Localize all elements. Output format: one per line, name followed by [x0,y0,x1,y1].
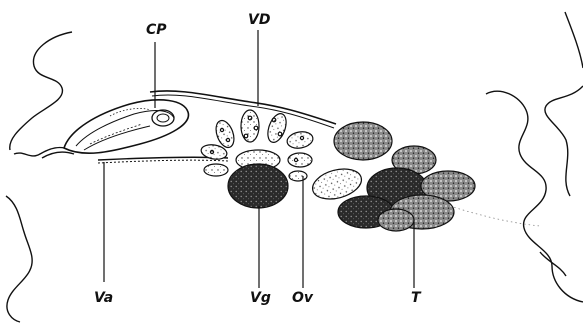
right-body-wall-upper [565,12,583,68]
right-body-wall-lobe [486,91,583,302]
left-body-wall-upper [10,32,72,150]
label-vg: Vg [250,290,271,306]
left-body-wall-lower [6,196,32,322]
label-t: T [411,290,422,306]
body-wall-outlines [6,12,583,322]
testis-1 [334,122,392,160]
right-body-wall-right [545,86,583,196]
label-cp: CP [146,22,167,38]
testes [309,122,475,231]
label-ov: Ov [292,290,314,306]
label-vd: VD [248,12,270,28]
cirrus-pouch [64,100,188,153]
label-va: Va [94,290,113,306]
testis-8 [378,209,414,231]
vitelline-gland [228,164,288,208]
cirrus-pouch-outline [64,100,188,153]
